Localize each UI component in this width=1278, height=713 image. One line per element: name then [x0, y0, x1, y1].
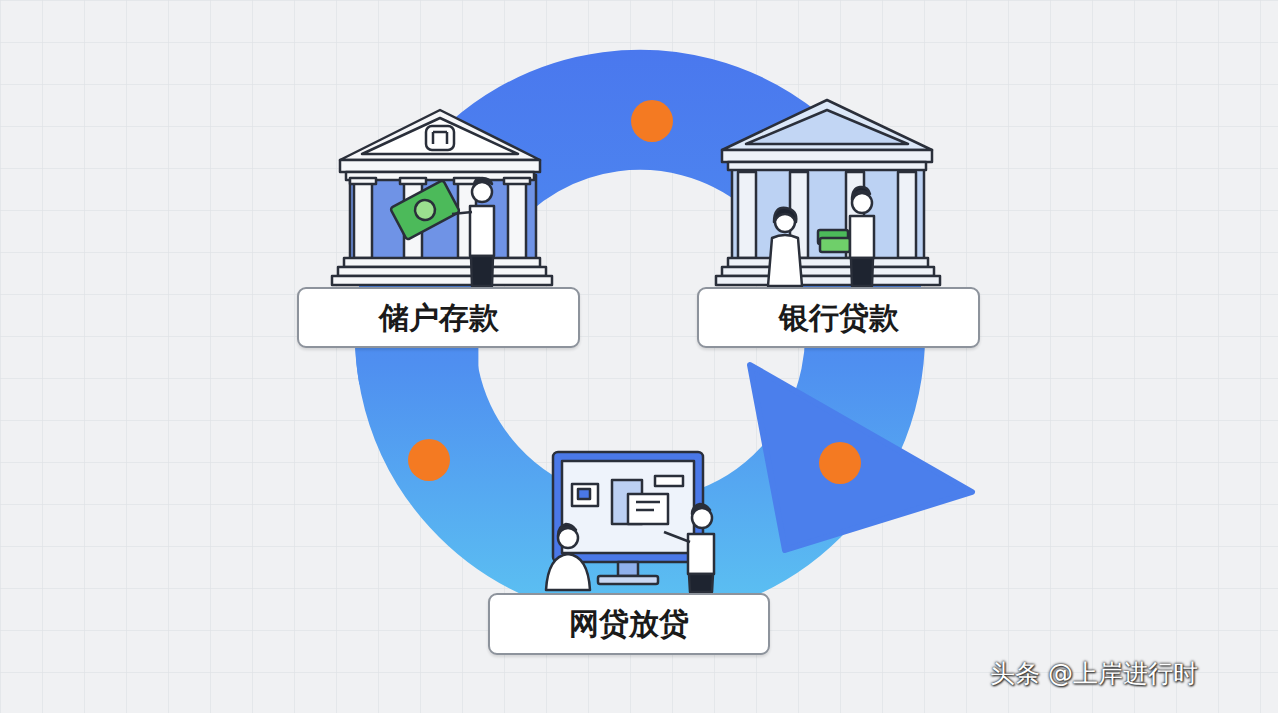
bank-building — [332, 110, 552, 286]
label-box: 储户存款 — [297, 287, 580, 348]
orange-dot — [408, 439, 450, 481]
watermark: 头条 @上岸进行时 — [990, 657, 1198, 690]
label-box: 银行贷款 — [697, 287, 980, 348]
label-box: 网贷放贷 — [488, 593, 770, 655]
arrowhead — [750, 365, 972, 550]
bank-building — [716, 100, 940, 286]
orange-dot — [631, 100, 673, 142]
box-label: 储户存款 — [379, 300, 499, 336]
orange-dot — [819, 442, 861, 484]
computer-illustration — [546, 452, 714, 592]
box-label: 银行贷款 — [779, 300, 899, 336]
box-label: 网贷放贷 — [569, 606, 689, 642]
